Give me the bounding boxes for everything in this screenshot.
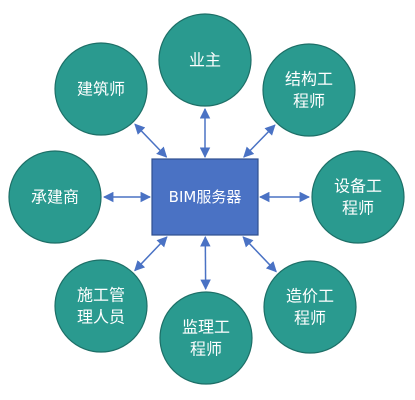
node-label-jiegou: 结构工 — [285, 70, 333, 89]
node-label-shebei: 设备工 — [334, 177, 382, 196]
node-circle-jianli — [159, 291, 253, 385]
node-label-shigong: 施工管 — [77, 286, 125, 305]
node-label-jiegou: 程师 — [293, 92, 325, 111]
node-label-zaojia: 造价工 — [286, 287, 334, 306]
connector-jianzhu — [134, 123, 168, 158]
node-circle-yezhu — [158, 13, 252, 107]
node-yezhu: 业主 — [158, 13, 252, 107]
node-circle-shebei — [311, 150, 405, 244]
node-label-jianli: 监理工 — [182, 318, 230, 337]
node-circle-zaojia — [263, 260, 357, 354]
node-label-shebei: 程师 — [342, 199, 374, 218]
connector-jiegou — [243, 124, 276, 158]
node-label-yezhu: 业主 — [189, 51, 221, 70]
connectors — [102, 107, 311, 291]
node-label-jianzhu: 建筑师 — [77, 80, 125, 99]
node-circle-chengjian — [8, 150, 102, 244]
node-label-chengjian: 承建商 — [31, 188, 79, 207]
node-chengjian: 承建商 — [8, 150, 102, 244]
center-label: BIM服务器 — [169, 188, 242, 206]
node-jianzhu: 建筑师 — [54, 42, 148, 136]
center-box — [151, 158, 259, 236]
node-label-shigong: 理人员 — [77, 308, 125, 327]
center-node: BIM服务器 — [151, 158, 259, 236]
node-label-zaojia: 程师 — [294, 309, 326, 328]
connector-zaojia — [242, 236, 277, 273]
node-label-jianli: 程师 — [190, 340, 222, 359]
node-circle-jianzhu — [54, 42, 148, 136]
node-circle-jiegou — [262, 43, 356, 137]
node-circle-shigong — [54, 259, 148, 353]
connector-shigong — [134, 236, 168, 272]
